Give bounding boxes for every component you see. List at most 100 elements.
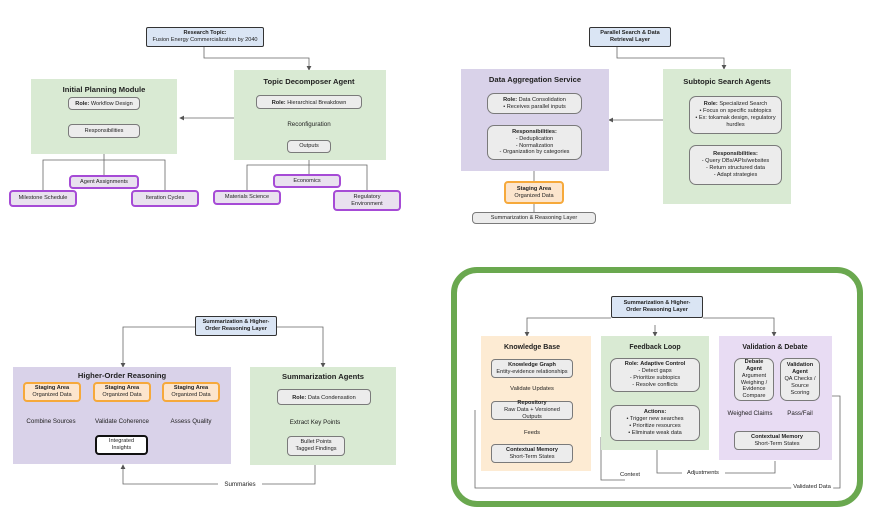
pass-fail-label: Pass/Fail: [787, 410, 813, 417]
summarization-layer-box-q3: Summarization & Higher-Order Reasoning L…: [195, 316, 277, 336]
economics-text: Economics: [293, 177, 321, 184]
materials-science-box: Materials Science: [213, 190, 281, 205]
condensation-role-text: Data Condensation: [307, 395, 356, 401]
validation-agent-sub: QA Checks / Source Scoring: [784, 376, 816, 396]
decomposer-role-box: Role: Hierarchical Breakdown: [256, 95, 362, 109]
bullet-points-text: Bullet Points: [300, 439, 332, 446]
validate-updates-label: Validate Updates: [510, 386, 554, 392]
regulatory-environment-text: Regulatory Environment: [351, 193, 383, 207]
responsibilities-box: Responsibilities: [68, 124, 140, 138]
agg-resp-item: - Deduplication: [515, 135, 554, 142]
staging-area-2: Staging Area Organized Data: [93, 382, 151, 402]
decomposer-role-text: Hierarchical Breakdown: [287, 100, 347, 106]
staging-sub: Organized Data: [171, 392, 211, 398]
sub-responsibilities-box: Responsibilities: - Query DBs/APIs/websi…: [689, 145, 782, 185]
data-aggregation-title: Data Aggregation Service: [488, 75, 582, 84]
validation-agent-title: Validation Agent: [786, 362, 814, 376]
materials-science-text: Materials Science: [224, 194, 270, 200]
agg-resp-item: - Normalization: [515, 142, 554, 149]
regulatory-environment-box: Regulatory Environment: [333, 190, 401, 211]
debate-agent-sub: Argument Weighing / Evidence Compare: [740, 372, 768, 400]
reconfiguration-label: Reconfiguration: [287, 121, 331, 128]
agg-role-label: Role:: [503, 96, 518, 103]
actions-item: • Eliminate weak data: [628, 429, 682, 436]
staging-area-title: Staging Area: [516, 185, 552, 192]
agg-resp-item: - Organization by categories: [499, 149, 570, 156]
adaptive-control-title: Adaptive Control: [640, 361, 686, 368]
kb-contextual-memory-box: Contextual Memory Short-Term States: [491, 444, 573, 463]
sub-resp-item: - Adapt strategies: [713, 171, 758, 178]
planning-role-label: Role:: [75, 101, 90, 107]
sub-role-box: Role: Specialized Search • Focus on spec…: [689, 96, 782, 134]
agent-assignments-box: Agent Assignments: [69, 175, 139, 189]
summarization-reasoning-layer-text: Summarization & Reasoning Layer: [490, 214, 578, 221]
staging-area-1: Staging Area Organized Data: [23, 382, 81, 402]
higher-order-reasoning-title: Higher-Order Reasoning: [77, 371, 167, 380]
debate-agent-title: Debate Agent: [744, 358, 764, 372]
staging-area-3: Staging Area Organized Data: [162, 382, 220, 402]
knowledge-graph-sub: Entity-evidence relationships: [496, 368, 568, 375]
agent-assignments-text: Agent Assignments: [80, 178, 128, 185]
milestone-schedule-text: Milestone Schedule: [18, 195, 68, 201]
actions-box: Actions: • Trigger new searches • Priori…: [610, 405, 700, 441]
summaries-label: Summaries: [224, 481, 256, 488]
repository-box: Repository Raw Data + Versioned Outputs: [491, 400, 573, 420]
feedback-loop-title: Feedback Loop: [629, 344, 681, 351]
adaptive-control-item: - Resolve conflicts: [632, 381, 678, 388]
research-topic-box: Research Topic: Fusion Energy Commercial…: [146, 27, 264, 47]
adaptive-control-box: Role: Adaptive Control - Detect gaps - P…: [610, 358, 700, 392]
planning-role-text: Workflow Design: [90, 101, 133, 107]
summarization-layer-title-q4: Summarization & Higher-Order Reasoning L…: [623, 300, 691, 313]
sub-resp-item: - Query DBs/APIs/websites: [701, 158, 770, 165]
feeds-label: Feeds: [523, 430, 541, 436]
debate-agent-box: Debate Agent Argument Weighing / Evidenc…: [734, 358, 774, 401]
initial-planning-title: Initial Planning Module: [62, 85, 146, 94]
sub-responsibilities-title: Responsibilities:: [713, 151, 758, 158]
adaptive-control-label: Role:: [624, 361, 639, 368]
knowledge-graph-box: Knowledge Graph Entity-evidence relation…: [491, 359, 573, 378]
vd-contextual-memory-box: Contextual Memory Short-Term States: [734, 431, 820, 450]
validation-debate-title: Validation & Debate: [742, 344, 808, 351]
highlight-frame: [451, 267, 863, 507]
validate-coherence-label: Validate Coherence: [95, 418, 149, 425]
assess-quality-label: Assess Quality: [170, 418, 212, 425]
iteration-cycles-box: Iteration Cycles: [131, 190, 199, 207]
agg-responsibilities-title: Responsibilities:: [512, 128, 557, 135]
agg-role-text: Data Consolidation: [518, 96, 566, 103]
adaptive-control-item: - Detect gaps: [638, 368, 672, 375]
actions-title: Actions:: [643, 409, 667, 416]
staging-title: Staging Area: [104, 385, 140, 392]
research-topic-title: Research Topic:: [183, 30, 227, 37]
sub-resp-item: - Return structured data: [705, 165, 766, 171]
condensation-role-label: Role:: [292, 395, 307, 401]
staging-title: Staging Area: [34, 385, 70, 392]
context-label: Context: [620, 472, 640, 478]
extract-key-points-label: Extract Key Points: [289, 419, 341, 426]
parallel-search-layer-title: Parallel Search & Data Retrieval Layer: [600, 30, 660, 43]
outputs-text: Outputs: [299, 143, 319, 149]
knowledge-base-title: Knowledge Base: [503, 344, 561, 351]
initial-planning-panel: [31, 79, 177, 154]
milestone-schedule-box: Milestone Schedule: [9, 190, 77, 207]
parallel-search-layer-box: Parallel Search & Data Retrieval Layer: [589, 27, 671, 47]
summarization-agents-title: Summarization Agents: [282, 372, 364, 381]
sub-role-item: • Ex: tokamak design, regulatory hurdles: [695, 115, 776, 128]
summarization-layer-title-q3: Summarization & Higher-Order Reasoning L…: [202, 319, 270, 332]
validation-agent-box: Validation Agent QA Checks / Source Scor…: [780, 358, 820, 401]
staging-area-sub: Organized Data: [514, 192, 554, 199]
subtopic-search-title: Subtopic Search Agents: [683, 77, 771, 86]
staging-title: Staging Area: [173, 385, 209, 392]
adjustments-label: Adjustments: [687, 470, 719, 476]
combine-sources-label: Combine Sources: [26, 418, 76, 425]
vd-contextual-memory-sub: Short-Term States: [754, 440, 800, 447]
staging-sub: Organized Data: [102, 392, 142, 398]
knowledge-graph-title: Knowledge Graph: [508, 361, 556, 368]
bullet-points-box: Bullet Points Tagged Findings: [287, 436, 345, 456]
summarization-reasoning-layer-box: Summarization & Reasoning Layer: [472, 212, 596, 224]
agg-role-sub: • Receives parallel inputs: [503, 103, 566, 110]
sub-role-text: Specialized Search: [719, 101, 768, 108]
staging-sub: Organized Data: [32, 392, 72, 398]
iteration-cycles-text: Iteration Cycles: [145, 195, 185, 201]
actions-item: • Prioritize resources: [629, 423, 681, 429]
vd-contextual-memory-title: Contextual Memory: [751, 433, 803, 440]
